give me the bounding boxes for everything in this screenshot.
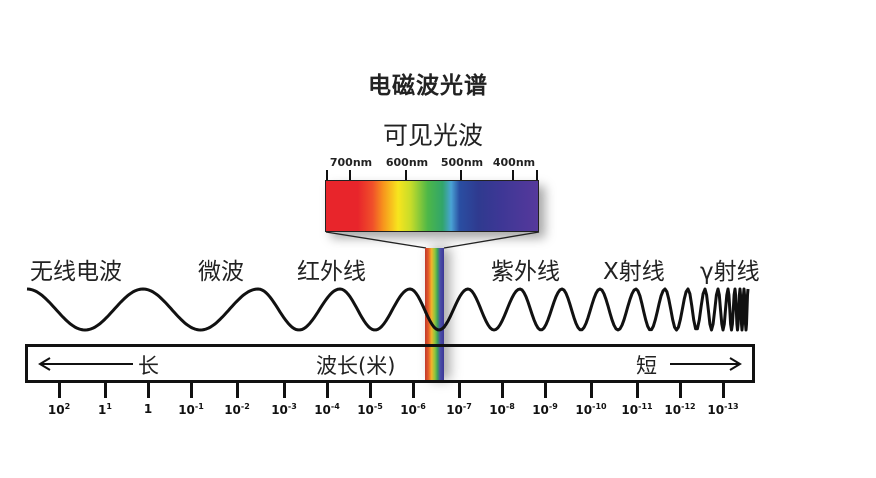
visible-light-column: [425, 248, 444, 380]
long-label: 长: [138, 354, 159, 378]
tick-mark: [58, 383, 61, 398]
tick-label: 10-4: [314, 402, 340, 417]
tick-mark: [104, 383, 107, 398]
tick-label: 10-11: [621, 402, 653, 417]
tick-mark: [590, 383, 593, 398]
nm-tick: [512, 170, 514, 181]
tick-mark: [369, 383, 372, 398]
band-label: 无线电波: [30, 259, 122, 285]
tick-label: 10-10: [575, 402, 607, 417]
band-label: γ射线: [700, 259, 760, 285]
tick-label: 10-12: [664, 402, 696, 417]
tick-label: 10-1: [178, 402, 204, 417]
short-label: 短: [636, 354, 657, 378]
band-label: 红外线: [297, 259, 366, 285]
visible-spectrum-bar: [325, 180, 539, 232]
nm-tick: [460, 170, 462, 181]
band-label: 微波: [198, 259, 244, 285]
tick-mark: [326, 383, 329, 398]
wavelength-ruler: [25, 344, 755, 383]
tick-label: 10-8: [489, 402, 515, 417]
visible-light-label: 可见光波: [382, 121, 483, 150]
tick-mark: [458, 383, 461, 398]
tick-label: 10-3: [271, 402, 297, 417]
band-label: X射线: [603, 259, 665, 285]
nm-label: 500nm: [440, 156, 484, 169]
nm-tick: [405, 170, 407, 181]
band-label: 紫外线: [491, 259, 560, 285]
tick-label: 10-9: [532, 402, 558, 417]
tick-mark: [412, 383, 415, 398]
tick-label: 11: [98, 402, 112, 417]
nm-label: 700nm: [329, 156, 373, 169]
tick-mark: [544, 383, 547, 398]
tick-mark: [722, 383, 725, 398]
tick-label: 10-5: [357, 402, 383, 417]
tick-mark: [679, 383, 682, 398]
tick-label: 1: [143, 402, 153, 416]
nm-tick: [326, 170, 328, 181]
tick-mark: [283, 383, 286, 398]
left-arrow-icon: [38, 357, 133, 371]
right-arrow-icon: [670, 357, 742, 371]
nm-label: 600nm: [385, 156, 429, 169]
tick-mark: [190, 383, 193, 398]
tick-label: 10-7: [446, 402, 472, 417]
nm-tick: [349, 170, 351, 181]
nm-tick: [536, 170, 538, 181]
tick-label: 10-13: [707, 402, 739, 417]
tick-mark: [636, 383, 639, 398]
diagram-title: 电磁波光谱: [368, 73, 488, 99]
wavelength-axis-label: 波长(米): [316, 354, 396, 378]
tick-label: 10-2: [224, 402, 250, 417]
tick-mark: [236, 383, 239, 398]
tick-label: 10-6: [400, 402, 426, 417]
nm-label: 400nm: [492, 156, 536, 169]
tick-label: 102: [47, 402, 71, 417]
tick-mark: [147, 383, 150, 398]
tick-mark: [501, 383, 504, 398]
